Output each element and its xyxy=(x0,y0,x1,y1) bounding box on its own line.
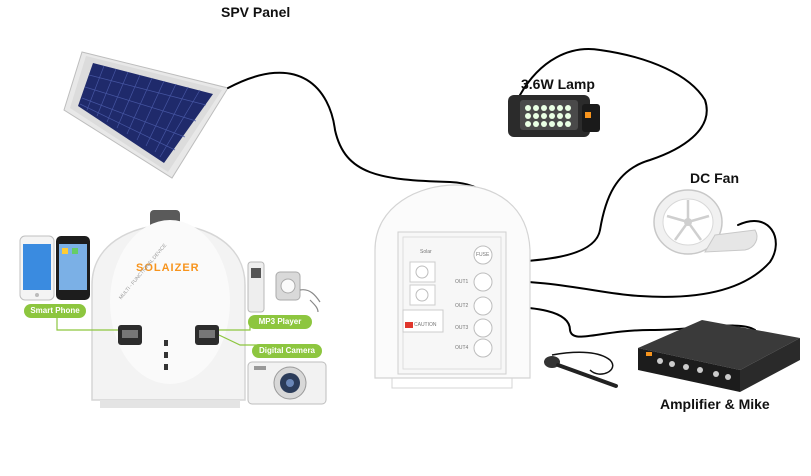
amplifier-label: Amplifier & Mike xyxy=(660,396,770,412)
cable-fan-to-box xyxy=(477,219,777,298)
fuse-label: FUSE xyxy=(476,252,490,258)
caution-label: CAUTION xyxy=(414,322,437,328)
spv-panel-label: SPV Panel xyxy=(221,4,291,20)
microphone-image xyxy=(544,351,618,388)
out3-label: OUT3 xyxy=(455,325,469,331)
digital-camera-tag: Digital Camera xyxy=(252,344,322,358)
solar-port-label: Solar xyxy=(420,249,432,255)
out4-label: OUT4 xyxy=(455,345,469,351)
cable-lamp-to-box xyxy=(477,48,708,264)
solaizer-device xyxy=(91,210,246,408)
mp3-player-image xyxy=(247,261,321,313)
lamp-image xyxy=(508,95,600,137)
smartphone-white-image xyxy=(19,235,55,301)
lamp-label: 3.6W Lamp xyxy=(521,76,595,92)
amplifier-image xyxy=(638,320,800,392)
fan-label: DC Fan xyxy=(690,170,739,186)
out1-label: OUT1 xyxy=(455,279,469,285)
digital-camera-image xyxy=(247,361,327,405)
solar-panel xyxy=(63,51,229,179)
fan-image xyxy=(653,189,758,255)
mp3-player-tag: MP3 Player xyxy=(248,315,312,329)
smart-phone-tag: Smart Phone xyxy=(24,304,86,318)
out2-label: OUT2 xyxy=(455,303,469,309)
brand-logo: SOLAIZER xyxy=(136,262,200,274)
smartphone-black-image xyxy=(56,236,90,300)
device-back-panel xyxy=(374,184,531,389)
